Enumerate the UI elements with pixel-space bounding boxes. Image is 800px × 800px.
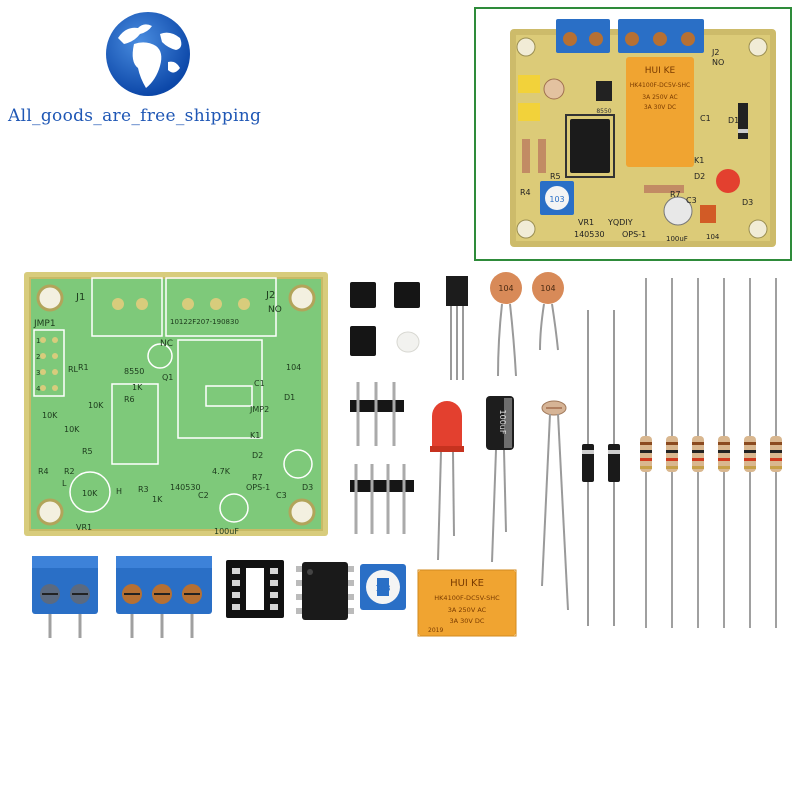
photoresistor bbox=[541, 400, 569, 611]
pcb-pin-1: 1 bbox=[36, 337, 40, 345]
trimmer-potentiometer: 103 bbox=[360, 564, 406, 610]
inset-q-part: 8550 bbox=[596, 108, 611, 115]
pcb-vr-value: 10K bbox=[82, 489, 98, 498]
globe-logo-icon bbox=[106, 12, 190, 96]
inset-j2-label: J2 bbox=[711, 48, 719, 57]
brand-text: All_goods_are_free_shipping bbox=[8, 106, 262, 126]
relay-rating-ac: 3A 250V AC bbox=[448, 606, 487, 614]
inset-relay-brand: HUI KE bbox=[645, 66, 676, 76]
red-led bbox=[430, 401, 464, 561]
dip8-ic bbox=[296, 562, 354, 620]
pcb-pin-3: 3 bbox=[36, 369, 40, 377]
pcb-r10k-b: 10K bbox=[64, 425, 80, 434]
pcb-j2-label: J2 bbox=[265, 290, 275, 301]
inset-relay-rating-dc: 3A 30V DC bbox=[644, 104, 676, 111]
pcb-c3-label: C3 bbox=[276, 491, 287, 500]
pcb-nc-label: NC bbox=[160, 339, 173, 349]
pcb-r5-label: R5 bbox=[82, 447, 93, 456]
pcb-q1-part: 8550 bbox=[124, 367, 144, 376]
pcb-date-label: 140530 bbox=[170, 483, 201, 492]
relay-code: 2019 bbox=[428, 627, 443, 634]
relay-part: HK4100F-DC5V-SHC bbox=[434, 594, 500, 602]
inset-model-label: OPS-1 bbox=[622, 230, 646, 239]
ceramic-capacitors: 104 104 bbox=[490, 272, 564, 377]
jumper-caps bbox=[350, 282, 420, 356]
pcb-l-label: L bbox=[62, 479, 67, 488]
pcb-no-label: NO bbox=[268, 305, 282, 315]
pcb-cap-label: 104 bbox=[286, 363, 301, 372]
pcb-rl-label: RL bbox=[68, 365, 79, 374]
assembled-board: HUI KE HK4100F-DC5V-SHC 3A 250V AC 3A 30… bbox=[476, 9, 790, 259]
pcb-pin-4: 4 bbox=[36, 385, 41, 393]
inset-vr1-label: VR1 bbox=[578, 218, 594, 227]
pcb-model-label: OPS-1 bbox=[246, 483, 270, 492]
inset-relay-part: HK4100F-DC5V-SHC bbox=[630, 82, 690, 89]
pcb-k1-label: K1 bbox=[250, 431, 260, 440]
pcb-jmp2-label: JMP2 bbox=[249, 405, 269, 414]
transistor bbox=[446, 276, 468, 380]
pcb-r7-value: 4.7K bbox=[212, 467, 231, 476]
pcb-c2-label: C2 bbox=[198, 491, 209, 500]
pcb-d2-label: D2 bbox=[252, 451, 263, 460]
inset-k1-label: K1 bbox=[694, 156, 704, 165]
pcb-r6-label: R6 bbox=[124, 395, 135, 404]
pcb-d1-label: D1 bbox=[284, 393, 295, 402]
inset-cap-label: 104 bbox=[706, 233, 720, 241]
inset-c3-label: C3 bbox=[686, 196, 697, 205]
inset-d3-label: D3 bbox=[742, 198, 753, 207]
ceramic-cap-label-b: 104 bbox=[540, 284, 555, 293]
pcb-r3-value: 1K bbox=[152, 495, 163, 504]
pcb-r10k-c: 10K bbox=[88, 401, 104, 410]
ic-socket bbox=[226, 560, 284, 618]
inset-maker-label: YQDIY bbox=[607, 218, 633, 227]
inset-relay-rating-ac: 3A 250V AC bbox=[642, 94, 677, 101]
pcb-r1-value: 1K bbox=[132, 383, 143, 392]
relay: HUI KE HK4100F-DC5V-SHC 3A 250V AC 3A 30… bbox=[417, 569, 517, 637]
resistors bbox=[640, 278, 782, 628]
pcb-vr1-label: VR1 bbox=[76, 523, 92, 532]
relay-brand: HUI KE bbox=[450, 578, 484, 589]
pcb-j1-label: J1 bbox=[75, 292, 85, 303]
screw-terminals bbox=[32, 556, 212, 638]
pcb-r4-label: R4 bbox=[38, 467, 49, 476]
inset-r5-label: R5 bbox=[550, 172, 561, 181]
inset-electrolytic-label: 100uF bbox=[666, 235, 688, 243]
inset-r4-label: R4 bbox=[520, 188, 531, 197]
pcb-serial-label: 10122F207-190830 bbox=[170, 318, 239, 326]
diodes bbox=[582, 310, 620, 626]
pcb-r7-label: R7 bbox=[252, 473, 263, 482]
inset-r7-label: R7 bbox=[670, 190, 681, 199]
electrolytic-capacitor: 100uF bbox=[486, 396, 514, 563]
pcb-q1-label: Q1 bbox=[162, 373, 173, 382]
inset-d2-label: D2 bbox=[694, 172, 705, 181]
pcb-r2-label: R2 bbox=[64, 467, 75, 476]
assembled-board-inset: HUI KE HK4100F-DC5V-SHC 3A 250V AC 3A 30… bbox=[474, 7, 792, 261]
ceramic-cap-label-a: 104 bbox=[498, 284, 513, 293]
pcb-r3-label: R3 bbox=[138, 485, 149, 494]
pcb-pin-2: 2 bbox=[36, 353, 40, 361]
pcb-d3-label: D3 bbox=[302, 483, 313, 492]
pin-headers bbox=[350, 382, 414, 534]
bare-pcb: J1 J2 NO NC JMP1 10122F207-190830 RL 855… bbox=[24, 272, 328, 536]
inset-date-label: 140530 bbox=[574, 230, 605, 239]
electrolytic-label: 100uF bbox=[498, 410, 507, 435]
inset-d1-label: D1 bbox=[728, 116, 739, 125]
pcb-electrolytic-label: 100uF bbox=[214, 527, 239, 536]
pcb-r10k-a: 10K bbox=[42, 411, 58, 420]
pcb-jmp1-label: JMP1 bbox=[33, 319, 56, 329]
inset-no-label: NO bbox=[712, 58, 724, 67]
inset-trimmer-label: 103 bbox=[549, 195, 564, 204]
pcb-r1-label: R1 bbox=[78, 363, 89, 372]
trimmer-label: 103 bbox=[375, 584, 390, 593]
relay-rating-dc: 3A 30V DC bbox=[450, 617, 485, 625]
pcb-c1-label: C1 bbox=[254, 379, 265, 388]
inset-c1-label: C1 bbox=[700, 114, 711, 123]
pcb-h-label: H bbox=[116, 487, 122, 496]
